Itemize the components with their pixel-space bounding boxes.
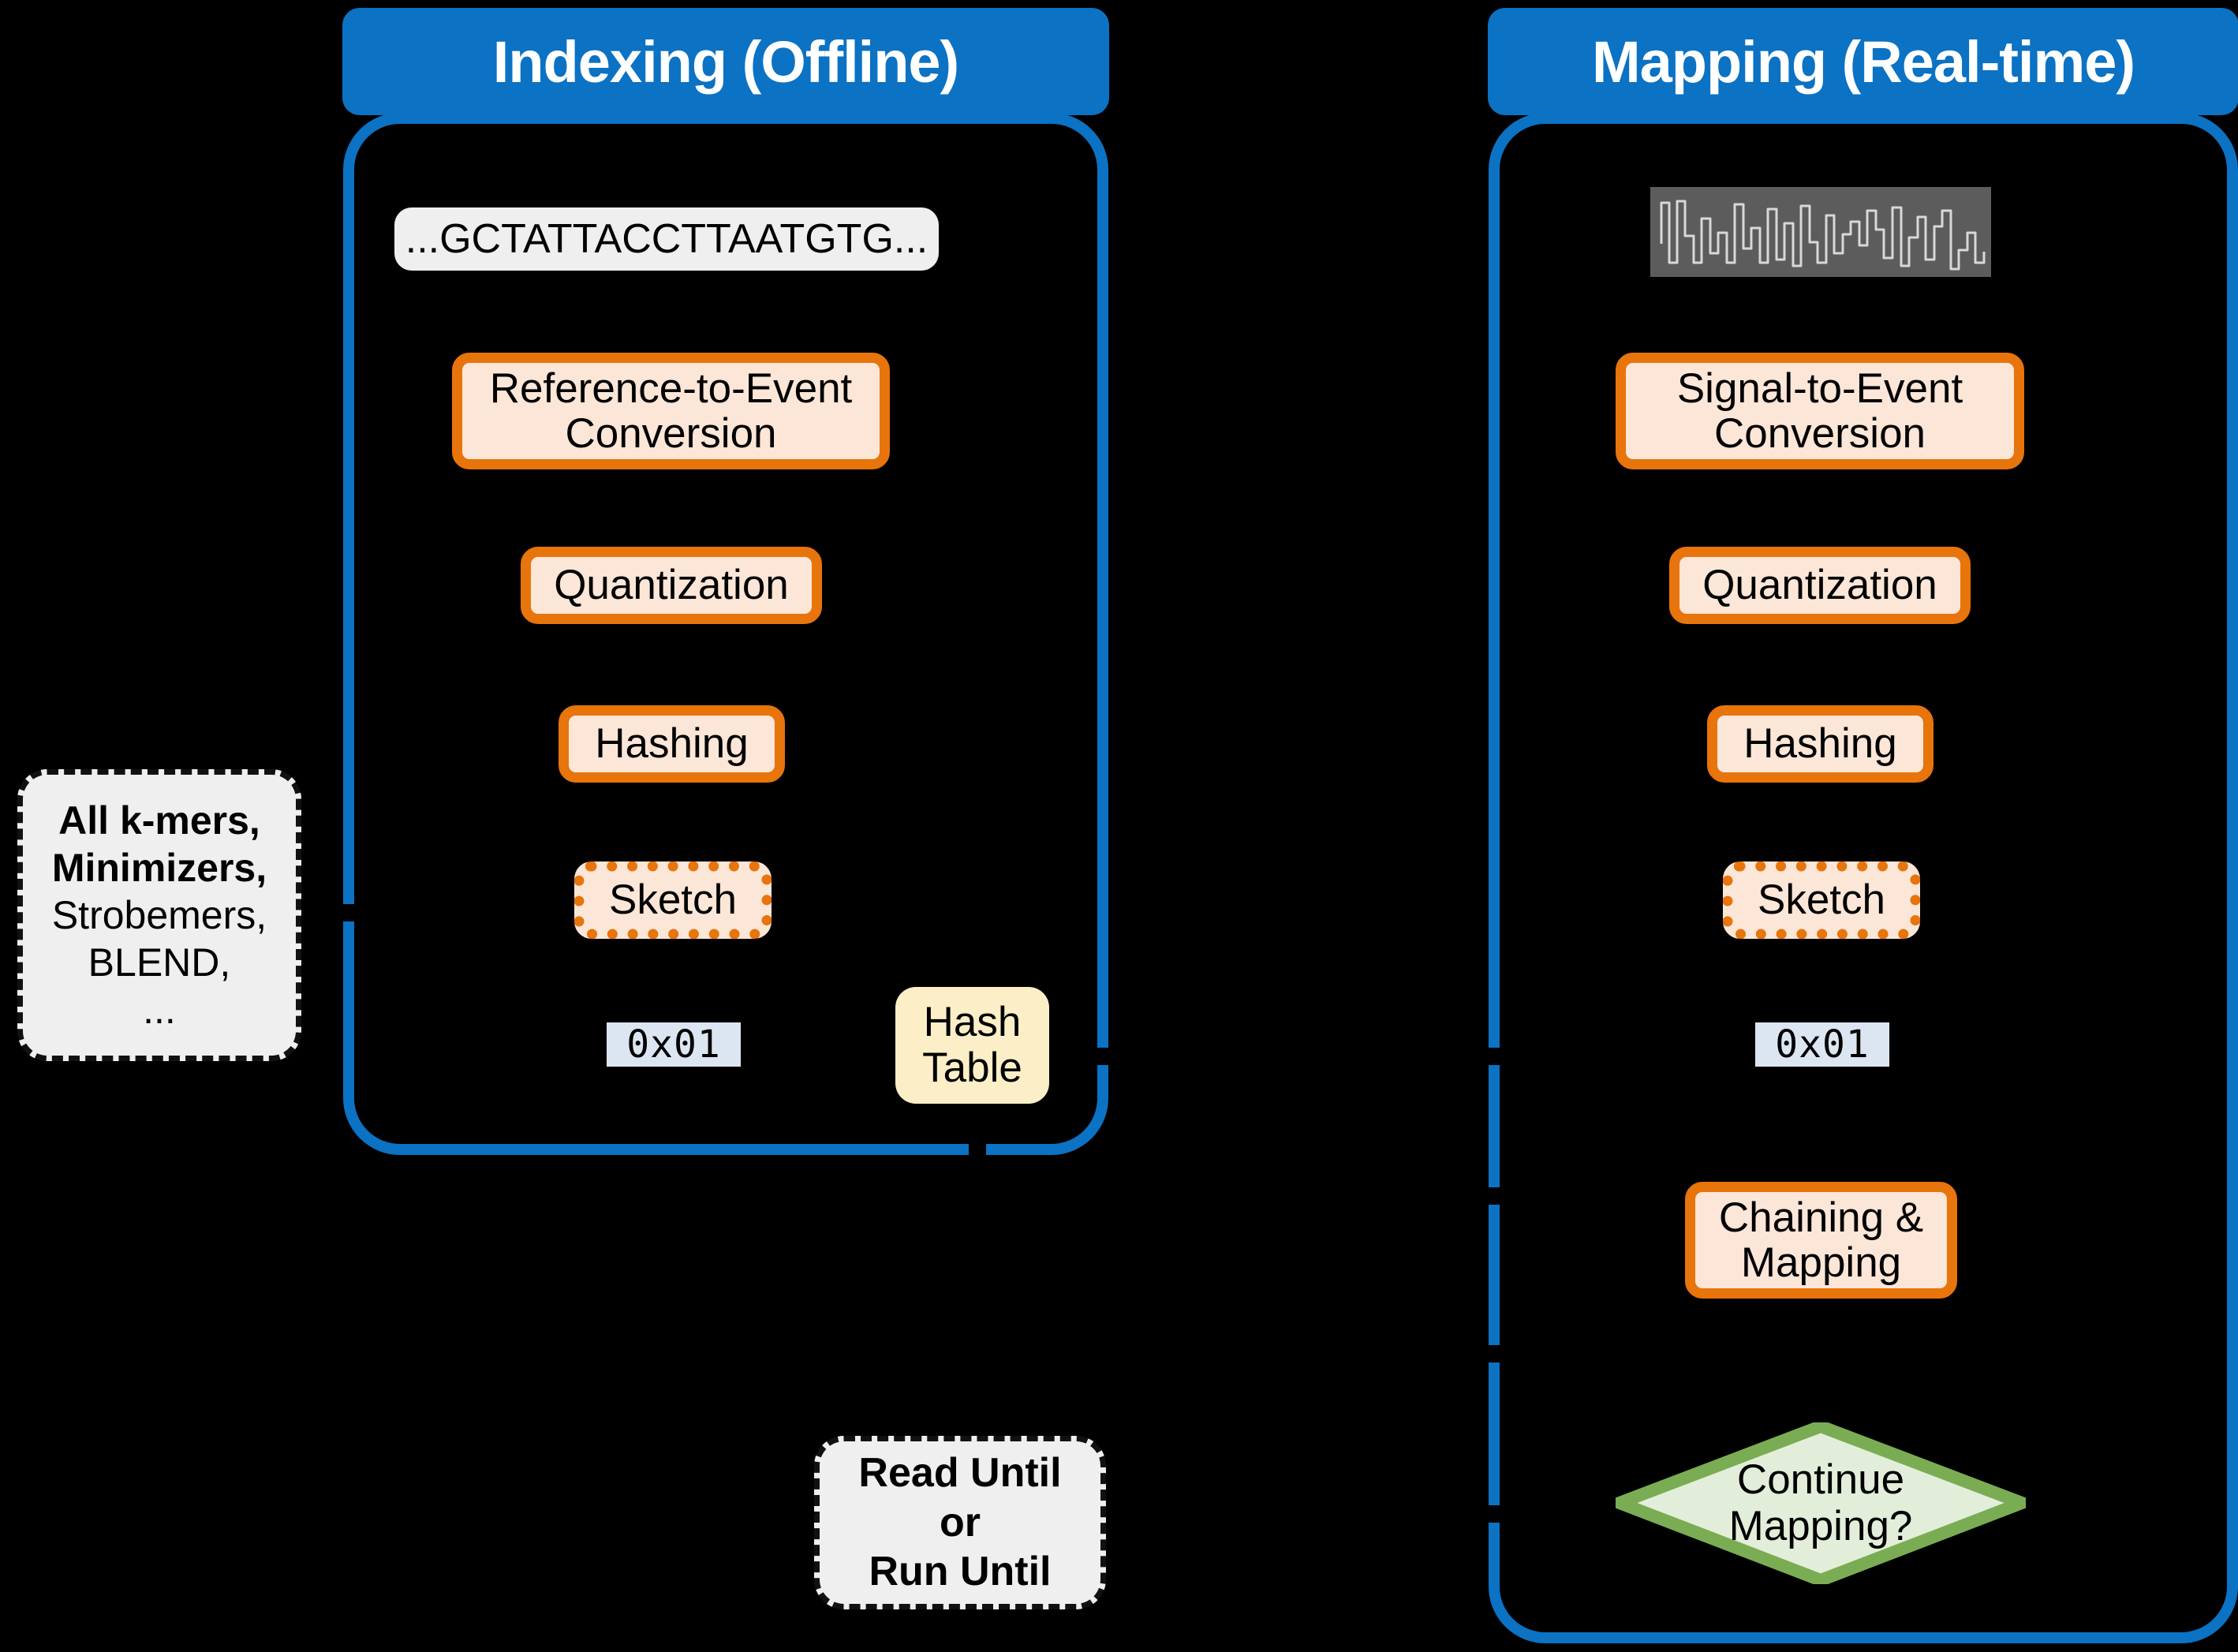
continue-mapping-decision[interactable]: Continue Mapping? (1616, 1422, 2026, 1584)
mapping-step-signal-to-event[interactable]: Signal-to-Event Conversion (1616, 353, 2024, 469)
control-note-line2: or (939, 1499, 981, 1545)
indexing-step-2-label: Quantization (554, 562, 789, 609)
connector-mstep2-to-mstep3 (1818, 624, 1826, 705)
indexing-step-1-line2: Conversion (565, 410, 777, 457)
seeding-note-line5: ... (143, 988, 176, 1032)
indexing-frame-notch-bottom (969, 1144, 986, 1168)
mapping-step-chaining-and-mapping[interactable]: Chaining & Mapping (1685, 1182, 1957, 1299)
indexing-hex-chip: 0x01 (607, 1022, 741, 1067)
chaining-line1: Chaining & (1718, 1194, 1924, 1241)
indexing-step-4-label: Sketch (608, 876, 738, 924)
mapping-step-3-label: Hashing (1743, 720, 1897, 768)
indexing-step-1-line1: Reference-to-Event (489, 364, 853, 412)
reference-sequence-box: ...GCTATTACCTTAATGTG... (394, 207, 939, 271)
connector-signal-to-mstep1 (1818, 277, 1826, 353)
hash-table-line1: Hash (923, 998, 1022, 1045)
mapping-frame-notch-3 (1479, 1345, 1503, 1362)
connector-step2-to-step3 (663, 624, 671, 705)
mapping-frame-notch-1 (1479, 1048, 1503, 1065)
indexing-step-quantization[interactable]: Quantization (521, 547, 822, 624)
indexing-header: Indexing (Offline) (342, 8, 1109, 115)
read-until-note: Read Until or Run Until (814, 1436, 1106, 1609)
indexing-pipeline-frame (343, 113, 1108, 1155)
mapping-pipeline-frame (1489, 113, 2238, 1643)
seeding-note-line3: Strobemers, (51, 893, 267, 937)
control-note-line1: Read Until (858, 1450, 1062, 1497)
connector-ref-to-step1 (663, 271, 671, 353)
connector-chaining-to-decision (1818, 1299, 1826, 1425)
mapping-step-2-label: Quantization (1702, 562, 1937, 609)
control-note-line3: Run Until (869, 1549, 1052, 1595)
hash-table-line2: Table (922, 1045, 1022, 1091)
mapping-step-1-line1: Signal-to-Event (1676, 364, 1963, 412)
connector-hex-to-chaining (1818, 1067, 1826, 1177)
indexing-step-reference-to-event[interactable]: Reference-to-Event Conversion (452, 353, 890, 469)
connector-step1-to-step2 (663, 469, 671, 547)
indexing-step-3-label: Hashing (595, 720, 749, 768)
indexing-frame-notch-right (1095, 1048, 1119, 1065)
mapping-header-label: Mapping (Real-time) (1591, 28, 2135, 95)
chaining-line2: Mapping (1740, 1239, 1902, 1286)
connector-mstep3-to-mstep4 (1818, 783, 1826, 862)
mapping-step-quantization[interactable]: Quantization (1669, 547, 1971, 624)
connector-mstep1-to-mstep2 (1818, 469, 1826, 547)
mapping-step-4-label: Sketch (1757, 876, 1886, 924)
connector-step4-to-hex (663, 939, 671, 1022)
connector-step3-to-step4 (663, 783, 671, 862)
seeding-note-line2: Minimizers, (51, 846, 267, 890)
indexing-hex-label: 0x01 (626, 1022, 721, 1067)
mapping-step-sketch[interactable]: Sketch (1723, 862, 1920, 939)
seeding-note-line1: All k-mers, (58, 798, 260, 843)
mapping-hex-chip: 0x01 (1755, 1022, 1889, 1067)
mapping-step-1-line2: Conversion (1713, 410, 1926, 457)
mapping-header: Mapping (Real-time) (1488, 8, 2238, 115)
indexing-step-hashing[interactable]: Hashing (559, 705, 785, 783)
hash-table-box[interactable]: Hash Table (895, 987, 1049, 1104)
mapping-frame-notch-4 (1479, 1505, 1503, 1523)
connector-note-to-indexing (301, 909, 346, 917)
raw-signal-image (1650, 187, 1991, 277)
reference-sequence-label: ...GCTATTACCTTAATGTG... (405, 215, 928, 262)
seeding-strategies-note: All k-mers, Minimizers, Strobemers, BLEN… (17, 769, 301, 1061)
mapping-frame-notch-2 (1479, 1187, 1503, 1205)
mapping-step-hashing[interactable]: Hashing (1707, 705, 1933, 783)
seeding-note-line4: BLEND, (88, 940, 231, 985)
connector-mstep4-to-hex (1818, 939, 1826, 1022)
indexing-step-sketch[interactable]: Sketch (574, 862, 772, 939)
mapping-hex-label: 0x01 (1775, 1022, 1870, 1067)
indexing-header-label: Indexing (Offline) (492, 28, 959, 95)
